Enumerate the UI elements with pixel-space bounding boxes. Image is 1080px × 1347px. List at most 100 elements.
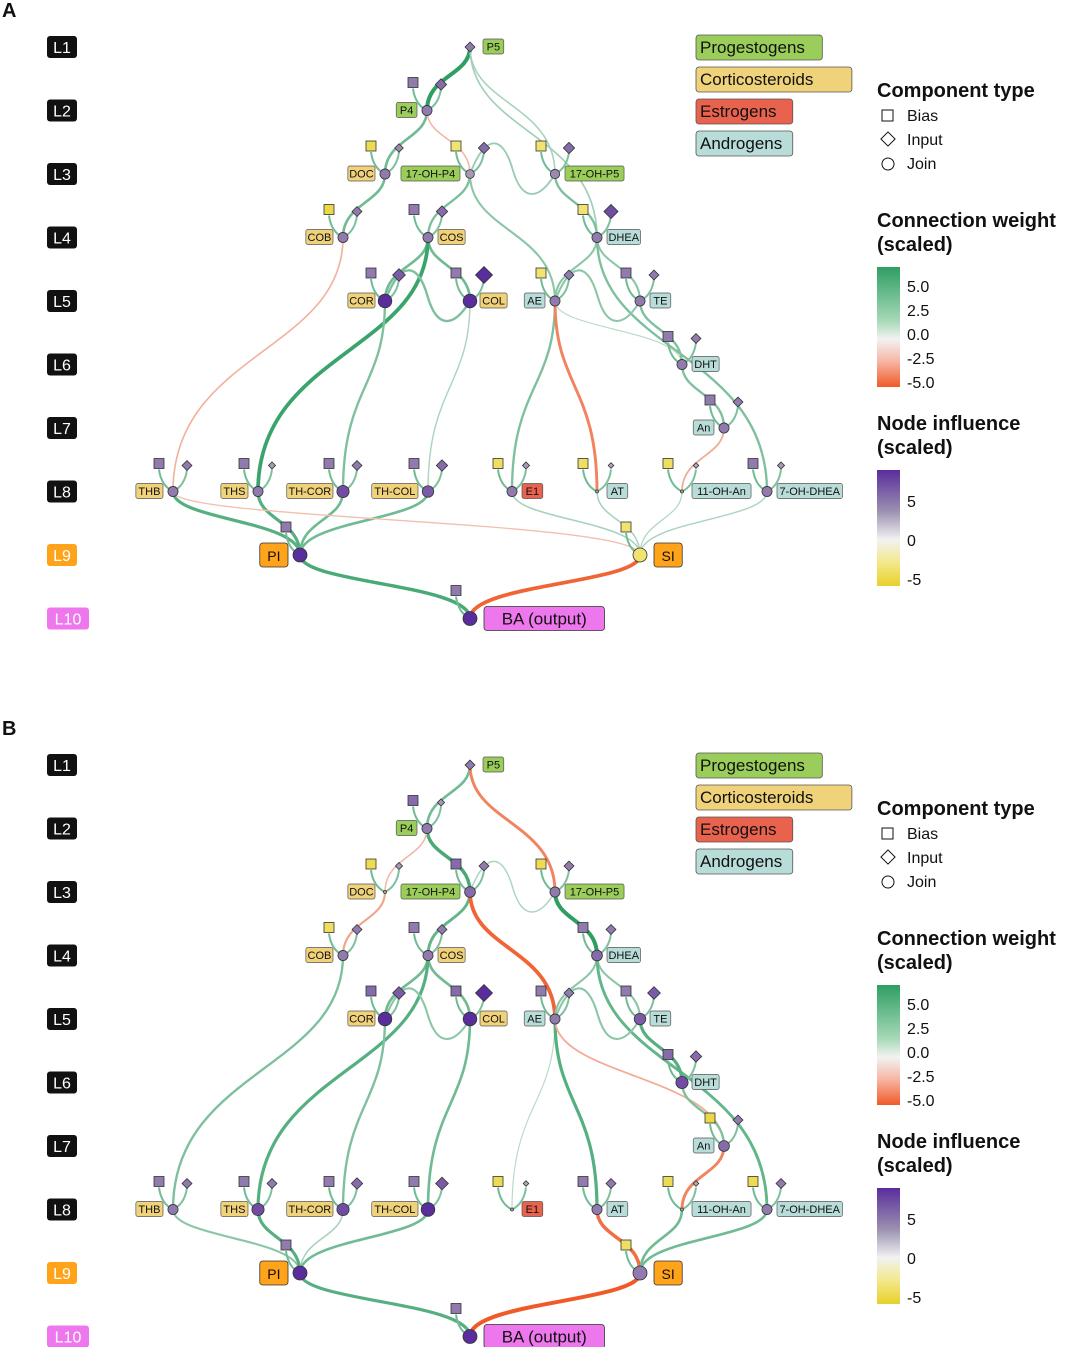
class-legend-box bbox=[695, 752, 823, 779]
component-legend-label: Join bbox=[907, 874, 936, 891]
output-label-box bbox=[483, 606, 605, 631]
connection-edge bbox=[469, 46, 556, 175]
bias-square bbox=[577, 1176, 589, 1187]
output-label: SI bbox=[662, 1266, 675, 1282]
join-circle bbox=[464, 886, 476, 898]
join-circle bbox=[377, 293, 393, 309]
connection-edge bbox=[511, 490, 641, 556]
node-thb: THB bbox=[135, 458, 193, 499]
input-legend-icon bbox=[880, 131, 896, 147]
connection-edge bbox=[638, 1208, 684, 1275]
metabolite-label-box bbox=[437, 229, 466, 245]
node-cos: COS bbox=[408, 922, 466, 963]
connection-edge bbox=[639, 490, 768, 556]
node-7ohdhea: 7-OH-DHEA bbox=[747, 1176, 843, 1217]
bias-square bbox=[153, 1176, 165, 1187]
connection-edge bbox=[171, 489, 302, 557]
layer-label: L7 bbox=[53, 1139, 71, 1156]
metabolite-label-box bbox=[479, 292, 508, 309]
metabolite-label-box bbox=[521, 1201, 544, 1217]
metabolite-label-box bbox=[400, 883, 461, 900]
node-ba: BA (output) bbox=[450, 585, 605, 631]
node-an: An bbox=[692, 1112, 744, 1154]
metabolite-label: DHT bbox=[694, 1077, 717, 1089]
metabolite-label: TH-COL bbox=[374, 1204, 415, 1216]
connection-edge bbox=[554, 300, 683, 366]
bias-square bbox=[747, 1176, 759, 1187]
input-diamond bbox=[563, 860, 575, 872]
join-circle bbox=[421, 105, 433, 116]
node-dht: DHT bbox=[662, 331, 720, 372]
metabolite-label-box bbox=[691, 1074, 720, 1090]
layer-label: L1 bbox=[53, 40, 71, 57]
join-circle bbox=[632, 547, 648, 563]
metabolite-label: 7-OH-DHEA bbox=[779, 486, 840, 498]
layer-label: L2 bbox=[53, 822, 71, 839]
node-e1: E1 bbox=[492, 458, 544, 499]
bias-square bbox=[620, 521, 632, 533]
bias-link bbox=[667, 1187, 683, 1211]
bias-square bbox=[450, 858, 462, 870]
metabolite-label: AE bbox=[527, 1014, 542, 1026]
node-cob: COB bbox=[305, 204, 363, 245]
metabolite-label: DOC bbox=[349, 169, 374, 181]
input-diamond bbox=[435, 1176, 449, 1191]
metabolite-label: TH-COL bbox=[374, 486, 415, 498]
connection-edge bbox=[341, 299, 387, 493]
connection-edge bbox=[468, 553, 642, 621]
bias-square bbox=[450, 267, 462, 279]
join-circle bbox=[591, 232, 603, 243]
layer-badge bbox=[47, 480, 77, 503]
connection-edge bbox=[298, 1208, 430, 1275]
bias-square bbox=[662, 331, 674, 342]
component-type-title: Component type bbox=[877, 798, 1035, 820]
node-ae: AE bbox=[523, 267, 575, 309]
metabolite-label-box bbox=[692, 1137, 715, 1154]
connection-edge bbox=[426, 954, 472, 1021]
metabolite-label: COB bbox=[308, 232, 332, 244]
metabolite-label-box bbox=[776, 1201, 843, 1217]
input-diamond bbox=[474, 983, 494, 1003]
class-legend-label: Androgens bbox=[700, 852, 782, 871]
connection-weight-subtitle: (scaled) bbox=[877, 952, 953, 974]
input-diamond bbox=[607, 462, 615, 469]
join-circle bbox=[167, 486, 179, 497]
bias-square bbox=[747, 458, 759, 469]
metabolite-label-box bbox=[479, 1010, 508, 1027]
bias-square bbox=[450, 985, 462, 997]
metabolite-label-box bbox=[135, 483, 164, 499]
metabolite-label-box bbox=[220, 1201, 249, 1217]
join-circle bbox=[465, 169, 475, 179]
output-label-box bbox=[653, 1260, 683, 1286]
join-circle bbox=[337, 950, 349, 961]
class-legend-box bbox=[695, 98, 794, 125]
connection-edge bbox=[511, 1018, 556, 1211]
metabolite-label: COL bbox=[482, 1014, 505, 1026]
bias-square bbox=[535, 985, 547, 997]
class-legend-box bbox=[695, 848, 794, 875]
join-legend-icon bbox=[881, 157, 895, 171]
layer-badge bbox=[47, 353, 77, 376]
legend: ProgestogensCorticosteroidsEstrogensAndr… bbox=[695, 34, 1056, 589]
connection-edge bbox=[341, 890, 387, 957]
input-diamond bbox=[605, 1177, 617, 1190]
node-doc: DOC bbox=[347, 140, 404, 182]
node-17ohp5: 17-OH-P5 bbox=[535, 858, 625, 900]
class-legend-box bbox=[695, 784, 853, 811]
metabolite-label-box bbox=[482, 756, 505, 773]
class-legend-label: Progestogens bbox=[700, 756, 805, 775]
join-circle bbox=[549, 886, 561, 898]
bias-square bbox=[577, 204, 589, 215]
input-diamond bbox=[648, 269, 660, 281]
node-7ohdhea: 7-OH-DHEA bbox=[747, 458, 843, 499]
weight-tick: -5.0 bbox=[907, 1093, 935, 1110]
metabolite-label: DOC bbox=[349, 887, 374, 899]
node-cos: COS bbox=[408, 204, 466, 245]
bias-square bbox=[492, 458, 504, 469]
node-ths: THS bbox=[220, 458, 277, 499]
input-diamond bbox=[434, 78, 448, 91]
weight-tick: -2.5 bbox=[907, 1069, 935, 1086]
panel-letter: B bbox=[2, 718, 16, 740]
input-diamond bbox=[562, 141, 576, 155]
metabolite-label: 17-OH-P5 bbox=[570, 887, 620, 899]
